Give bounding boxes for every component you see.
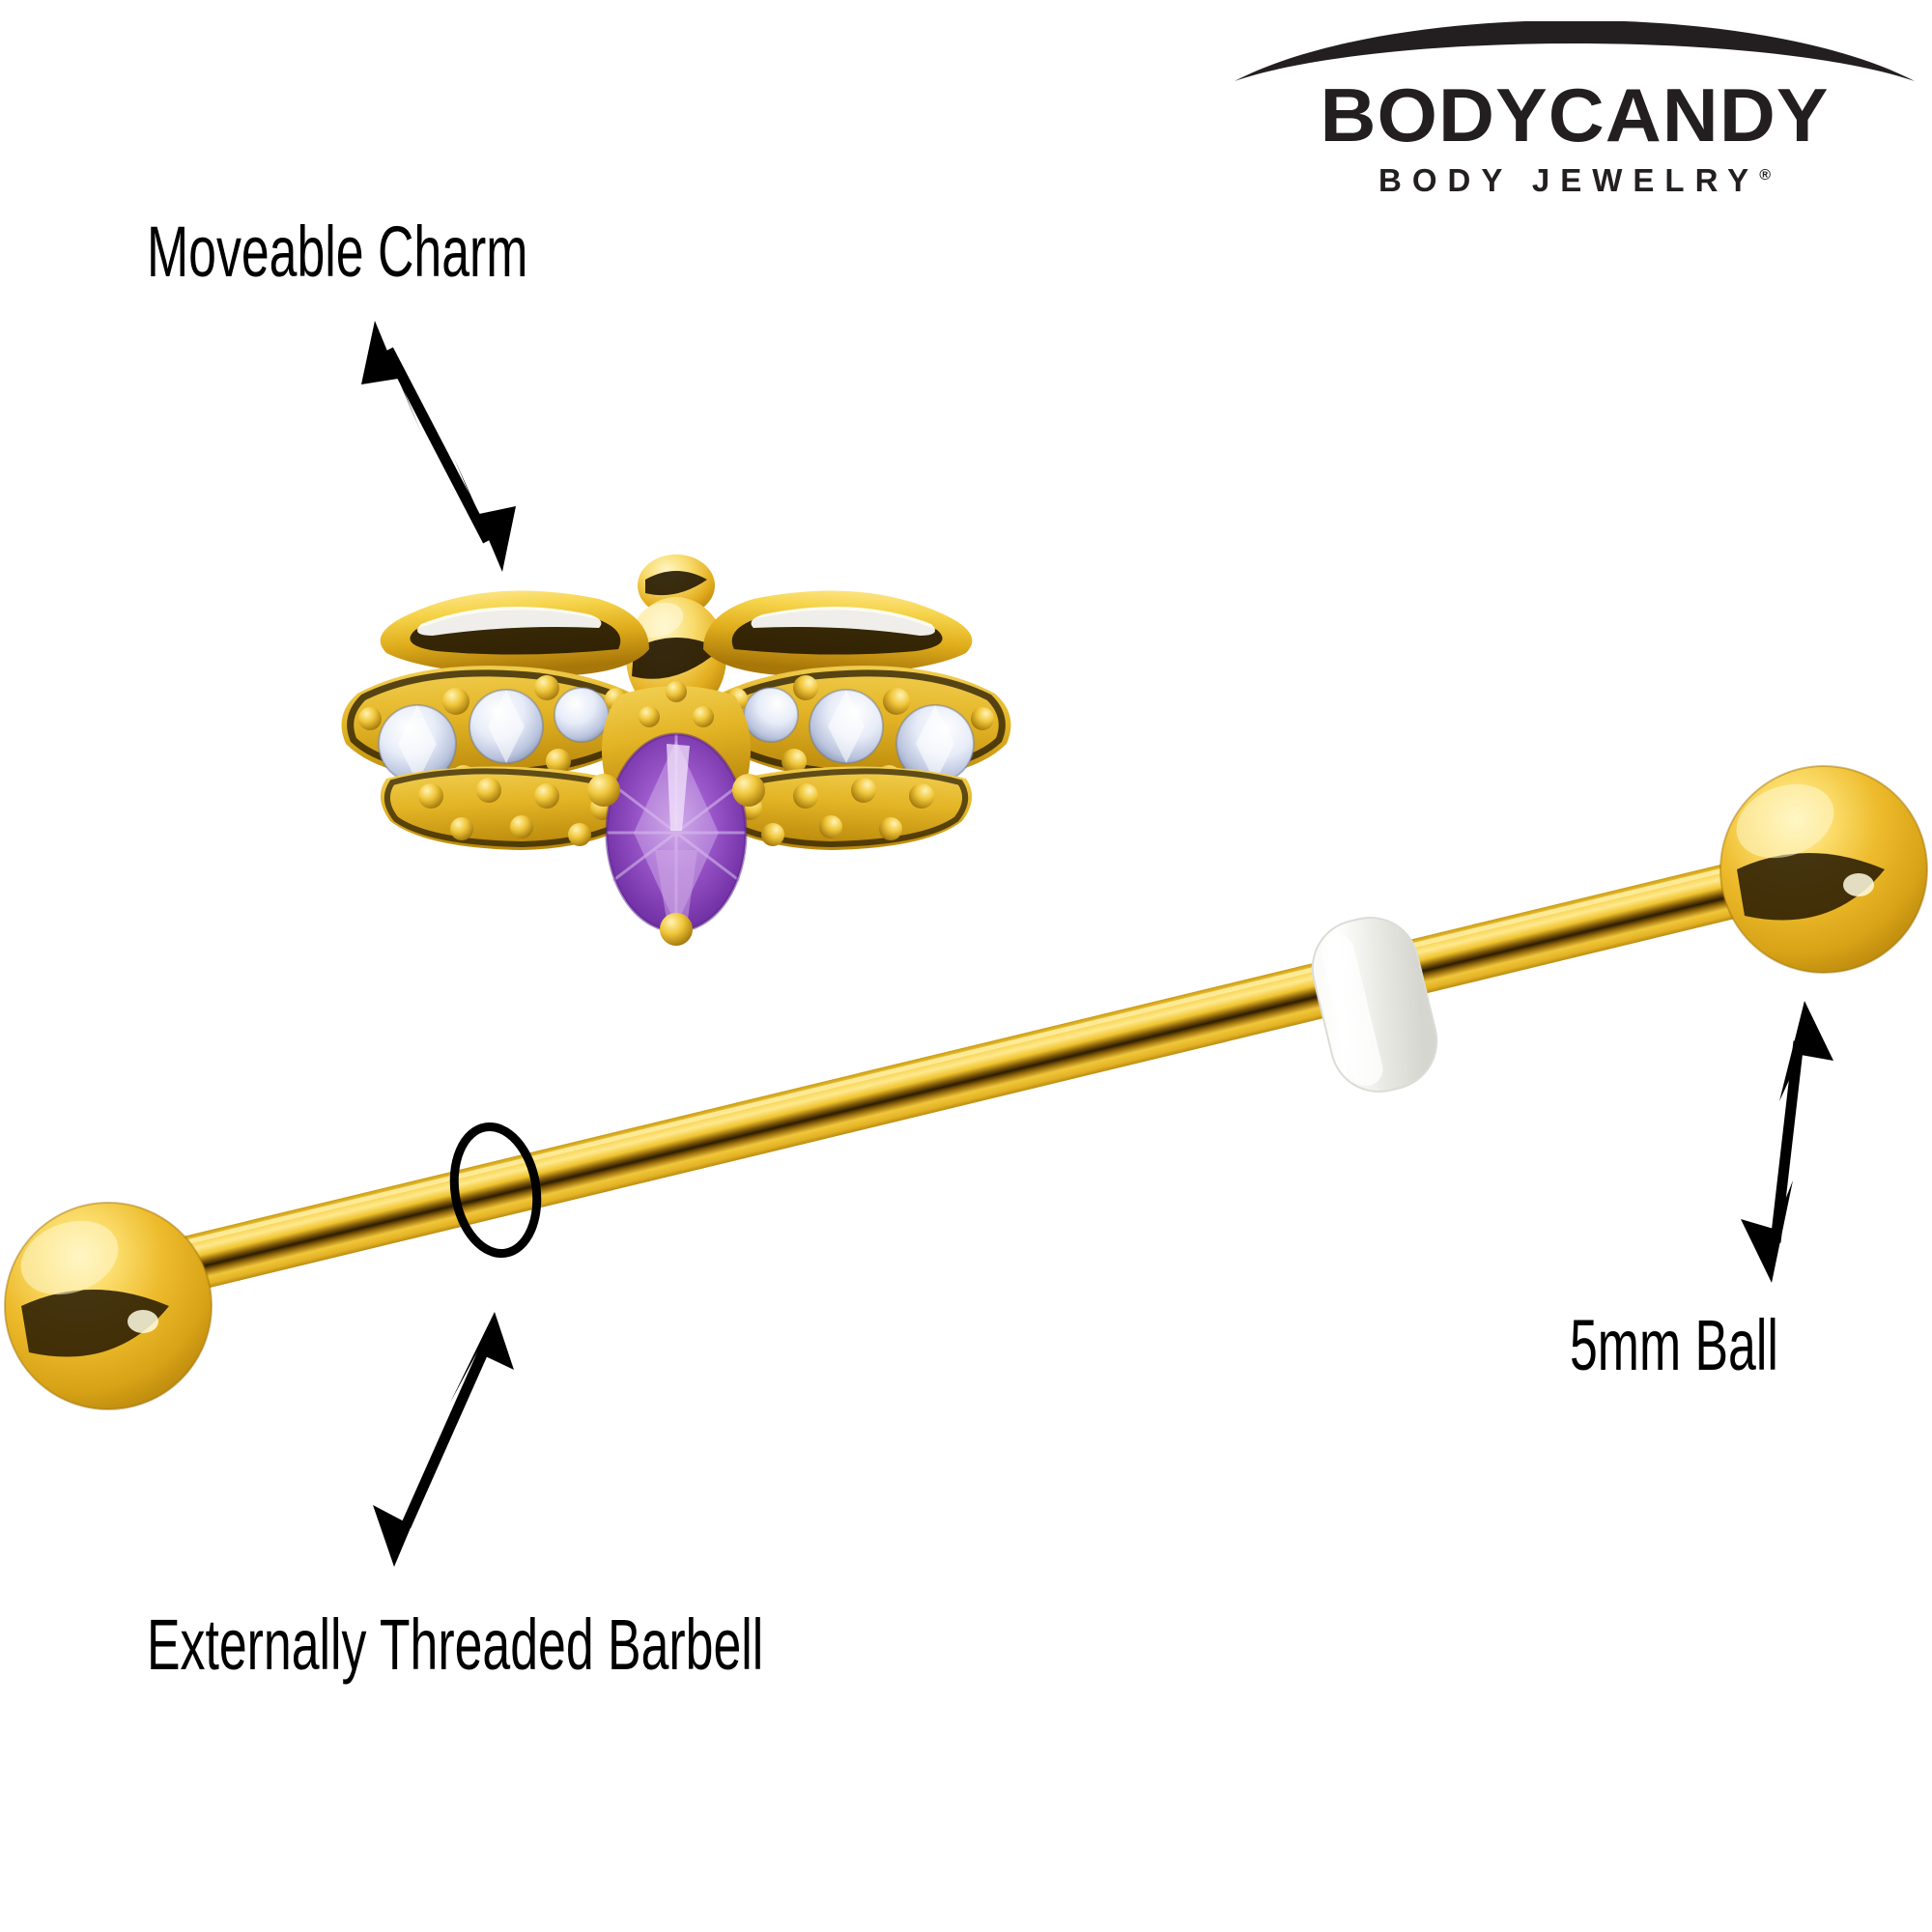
barbell-shaft — [109, 845, 1813, 1309]
callout-arrows — [361, 321, 1833, 1567]
barbell-assembly — [4, 765, 1928, 1410]
charm-antenna — [638, 554, 715, 616]
label-moveable-charm: Moveable Charm — [147, 212, 528, 292]
arrow-threaded-barbell — [373, 1312, 514, 1567]
threading-ellipse-marker — [449, 1122, 542, 1259]
logo-tagline: BODY JEWELRY® — [1227, 164, 1922, 196]
label-externally-threaded-barbell: Externally Threaded Barbell — [147, 1605, 764, 1685]
logo-registered-mark: ® — [1759, 167, 1771, 184]
right-ball-end — [1719, 765, 1928, 974]
amethyst-oval-gem — [587, 732, 765, 946]
arrow-moveable-charm — [361, 321, 516, 572]
label-5mm-ball: 5mm Ball — [1570, 1305, 1778, 1385]
logo-wordmark: BODYCANDY — [1320, 72, 1830, 157]
arrow-5mm-ball — [1741, 1001, 1833, 1283]
logo-tagline-text: BODY JEWELRY — [1378, 162, 1760, 198]
bee-charm — [341, 554, 1011, 946]
bodycandy-logo: BODYCANDY BODY JEWELRY® — [1227, 21, 1922, 196]
charm-left-wing — [341, 590, 667, 850]
logo-arc-icon — [1235, 21, 1915, 81]
left-ball-end — [4, 1202, 213, 1410]
charm-head — [626, 597, 726, 717]
white-oring-bead — [1311, 916, 1438, 1094]
